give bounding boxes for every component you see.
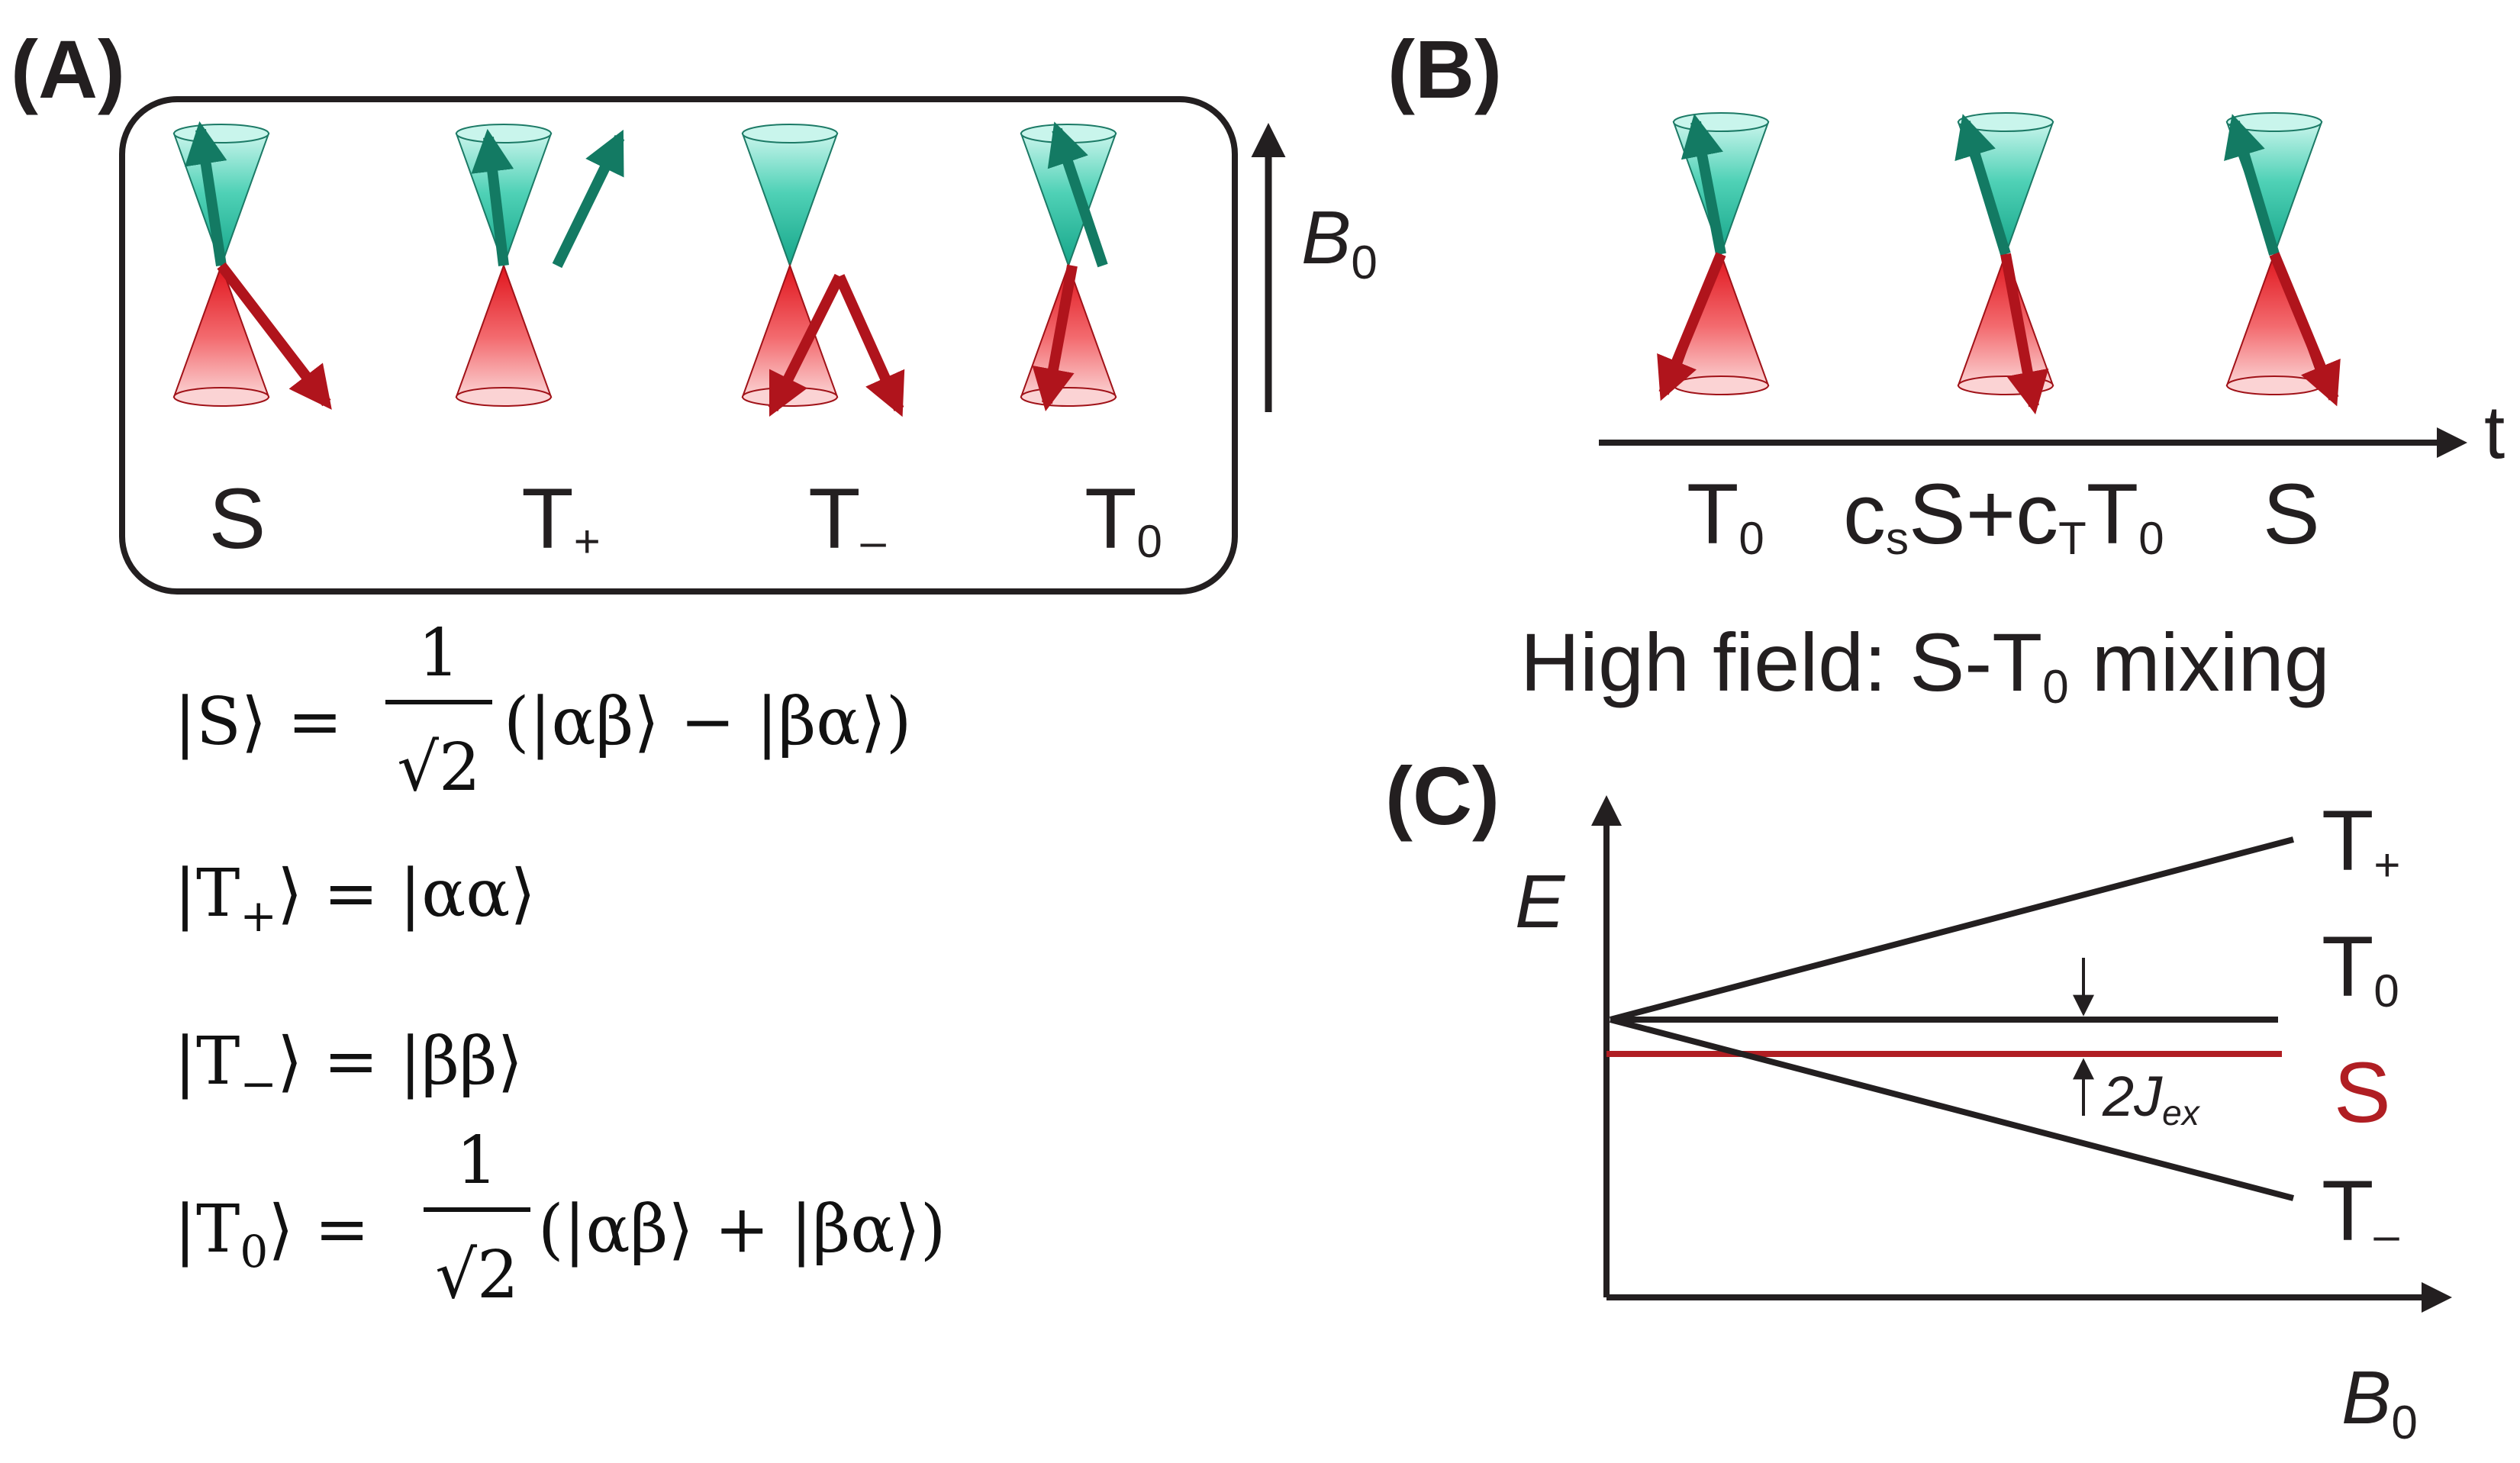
spin-arrow-up xyxy=(185,121,227,267)
lower-cone xyxy=(1672,252,1770,386)
equation-tminus: |T−⟩ = |ββ⟩ xyxy=(174,1023,523,1110)
state-label-tplus: T+ xyxy=(521,471,600,567)
gap-label: 2Jex xyxy=(2102,1065,2201,1133)
level-label-s: S xyxy=(2334,1045,2391,1140)
svg-text:1: 1 xyxy=(456,1123,498,1199)
upper-cone-rim xyxy=(1673,112,1769,132)
lower-cone-rim xyxy=(2226,375,2322,395)
lower-cone xyxy=(172,263,270,398)
spin-arrow-down xyxy=(217,262,332,410)
lower-cone-rim xyxy=(173,387,269,407)
state-label-s: S xyxy=(209,471,266,566)
time-axis-label: t xyxy=(2484,390,2505,474)
svg-text:|T+⟩ = |αα⟩: |T+⟩ = |αα⟩ xyxy=(174,856,536,942)
svg-text:|S⟩ =: |S⟩ = xyxy=(174,684,343,760)
state-label-tminus: T– xyxy=(808,471,886,567)
level-tminus-line xyxy=(1609,1017,2295,1201)
equation-t0: |T0⟩ = 1 √2 (|αβ⟩ + |βα⟩) xyxy=(174,1123,946,1313)
state-label-t0: T0 xyxy=(1084,471,1162,567)
svg-text:(|αβ⟩ + |βα⟩): (|αβ⟩ + |βα⟩) xyxy=(538,1191,946,1268)
spin-arrow-up xyxy=(552,129,625,269)
spin-arrow-down xyxy=(2269,252,2341,407)
spin-arrow-up xyxy=(1954,114,2011,256)
panel-a-states-box xyxy=(119,96,1238,595)
level-label-tminus: T– xyxy=(2322,1163,2399,1261)
lower-cone xyxy=(455,263,553,398)
upper-cone-rim xyxy=(173,124,269,143)
lower-cone-rim xyxy=(1958,375,2054,395)
svg-text:√2: √2 xyxy=(397,730,481,806)
upper-cone-rim xyxy=(742,124,838,143)
state-label-b-s: S xyxy=(2263,466,2320,562)
spin-arrow-down xyxy=(768,273,845,417)
svg-text:|T−⟩ = |ββ⟩: |T−⟩ = |ββ⟩ xyxy=(174,1023,523,1110)
spin-arrow-down xyxy=(834,274,905,417)
cone-pair-tminus xyxy=(741,124,839,407)
panel-a-label: (A) xyxy=(11,23,125,115)
field-axis-label: B0 xyxy=(2341,1355,2418,1449)
panel-b-caption: High field: S-T0 mixing xyxy=(1520,616,2330,714)
spin-arrow-down xyxy=(1032,264,1078,412)
spin-arrow-up xyxy=(471,128,514,266)
equation-singlet: |S⟩ = 1 √2 (|αβ⟩ − |βα⟩) xyxy=(174,615,911,806)
upper-cone xyxy=(741,133,839,268)
lower-cone xyxy=(2225,252,2323,386)
spin-arrow-up xyxy=(2224,114,2280,256)
upper-cone-rim xyxy=(456,124,552,143)
svg-text:1: 1 xyxy=(418,615,460,691)
level-tplus-line xyxy=(1609,836,2295,1023)
field-label: B0 xyxy=(1301,195,1378,289)
spin-arrow-up xyxy=(1047,121,1108,268)
lower-cone-rim xyxy=(456,387,552,407)
panel-c-label: (C) xyxy=(1385,749,1500,842)
state-label-b-t0: T0 xyxy=(1687,466,1764,564)
upper-cone-rim xyxy=(1020,124,1117,143)
lower-cone-rim xyxy=(1020,387,1117,407)
lower-cone-rim xyxy=(1673,375,1769,395)
spin-arrow-down xyxy=(1657,252,1726,401)
svg-text:√2: √2 xyxy=(435,1237,519,1313)
svg-text:|T0⟩ =: |T0⟩ = xyxy=(174,1191,369,1278)
level-label-t0: T0 xyxy=(2322,919,2399,1017)
lower-cone-rim xyxy=(742,387,838,407)
svg-text:(|αβ⟩ − |βα⟩): (|αβ⟩ − |βα⟩) xyxy=(504,684,911,760)
spin-arrow-down xyxy=(2000,253,2049,415)
state-label-b-mixed: csS+cTT0 xyxy=(1843,466,2164,564)
level-label-tplus: T+ xyxy=(2322,793,2400,891)
equation-tplus: |T+⟩ = |αα⟩ xyxy=(174,856,536,942)
spin-arrow-up xyxy=(1681,113,1726,256)
panel-b-label: (B) xyxy=(1387,23,1502,115)
energy-axis-label: E xyxy=(1515,859,1566,943)
